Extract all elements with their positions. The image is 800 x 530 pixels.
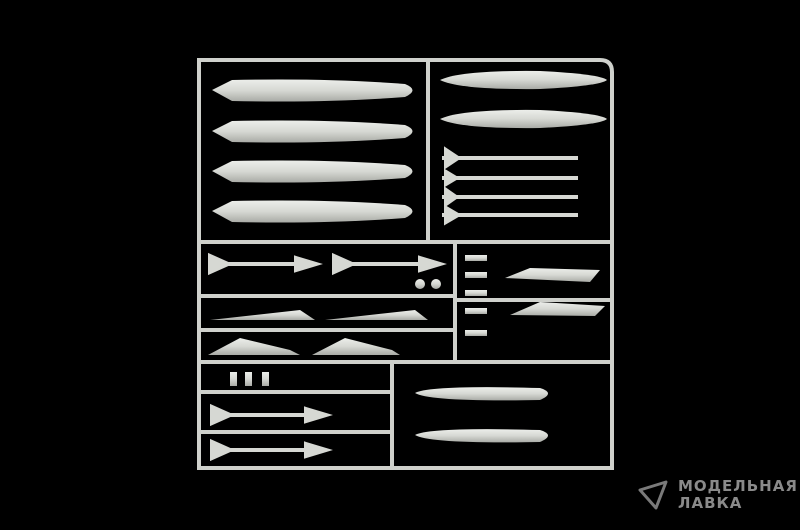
drop-tanks-large (212, 79, 413, 223)
watermark-line1: МОДЕЛЬНАЯ (678, 477, 798, 495)
pylons-and-parts (208, 255, 605, 443)
sprue-frame (197, 58, 614, 470)
watermark-logo: МОДЕЛЬНАЯ ЛАВКА (636, 478, 798, 512)
missiles (208, 146, 578, 462)
paper-plane-icon (638, 480, 668, 510)
watermark-line2: ЛАВКА (678, 494, 743, 512)
drop-tanks-small (440, 70, 607, 129)
